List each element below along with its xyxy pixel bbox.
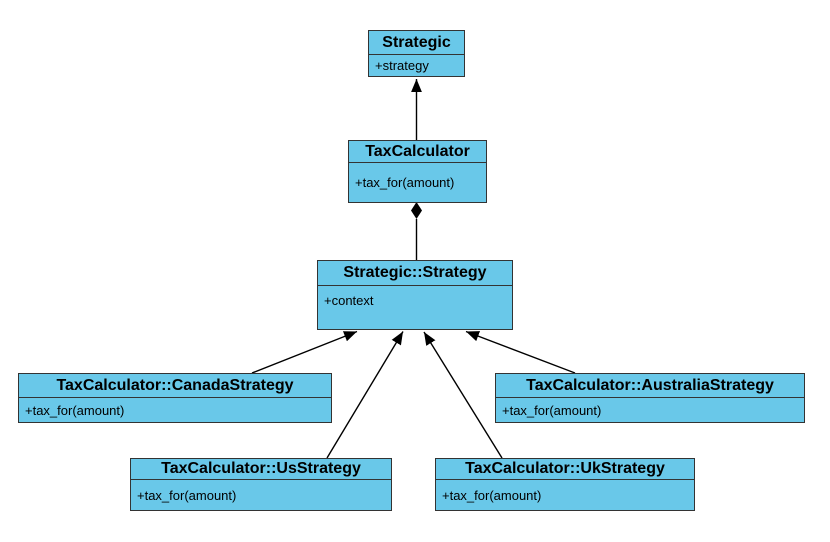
class-members: +tax_for(amount) bbox=[131, 480, 391, 510]
class-box-taxcalculator: TaxCalculator +tax_for(amount) bbox=[348, 140, 487, 203]
class-members: +tax_for(amount) bbox=[19, 398, 331, 422]
class-member: +tax_for(amount) bbox=[502, 402, 602, 418]
class-name: TaxCalculator bbox=[349, 141, 486, 163]
class-member: +tax_for(amount) bbox=[137, 487, 237, 503]
class-name: TaxCalculator::AustraliaStrategy bbox=[496, 374, 804, 398]
class-members: +tax_for(amount) bbox=[496, 398, 804, 422]
class-box-ukstrategy: TaxCalculator::UkStrategy +tax_for(amoun… bbox=[435, 458, 695, 511]
class-member: +tax_for(amount) bbox=[355, 175, 455, 190]
class-box-usstrategy: TaxCalculator::UsStrategy +tax_for(amoun… bbox=[130, 458, 392, 511]
class-members: +strategy bbox=[369, 55, 464, 76]
class-members: +tax_for(amount) bbox=[436, 480, 694, 510]
class-member: +context bbox=[324, 293, 374, 308]
class-name: TaxCalculator::UkStrategy bbox=[436, 459, 694, 480]
class-name: TaxCalculator::UsStrategy bbox=[131, 459, 391, 480]
class-name: TaxCalculator::CanadaStrategy bbox=[19, 374, 331, 398]
line-usstrategy-to-strategy bbox=[326, 331, 404, 459]
composition-diamond-icon bbox=[411, 202, 422, 219]
class-box-canadastrategy: TaxCalculator::CanadaStrategy +tax_for(a… bbox=[18, 373, 332, 423]
line-canadastrategy-to-strategy bbox=[251, 330, 358, 374]
class-member: +tax_for(amount) bbox=[442, 487, 542, 503]
class-name: Strategic bbox=[369, 31, 464, 55]
class-members: +context bbox=[318, 286, 512, 329]
class-name: Strategic::Strategy bbox=[318, 261, 512, 286]
class-members: +tax_for(amount) bbox=[349, 163, 486, 202]
class-box-strategic-strategy: Strategic::Strategy +context bbox=[317, 260, 513, 330]
line-australiastrategy-to-strategy bbox=[465, 330, 576, 374]
class-member: +tax_for(amount) bbox=[25, 402, 125, 418]
class-box-strategic: Strategic +strategy bbox=[368, 30, 465, 77]
line-ukstrategy-to-strategy bbox=[423, 331, 503, 459]
class-box-australiastrategy: TaxCalculator::AustraliaStrategy +tax_fo… bbox=[495, 373, 805, 423]
class-member: +strategy bbox=[375, 58, 429, 73]
